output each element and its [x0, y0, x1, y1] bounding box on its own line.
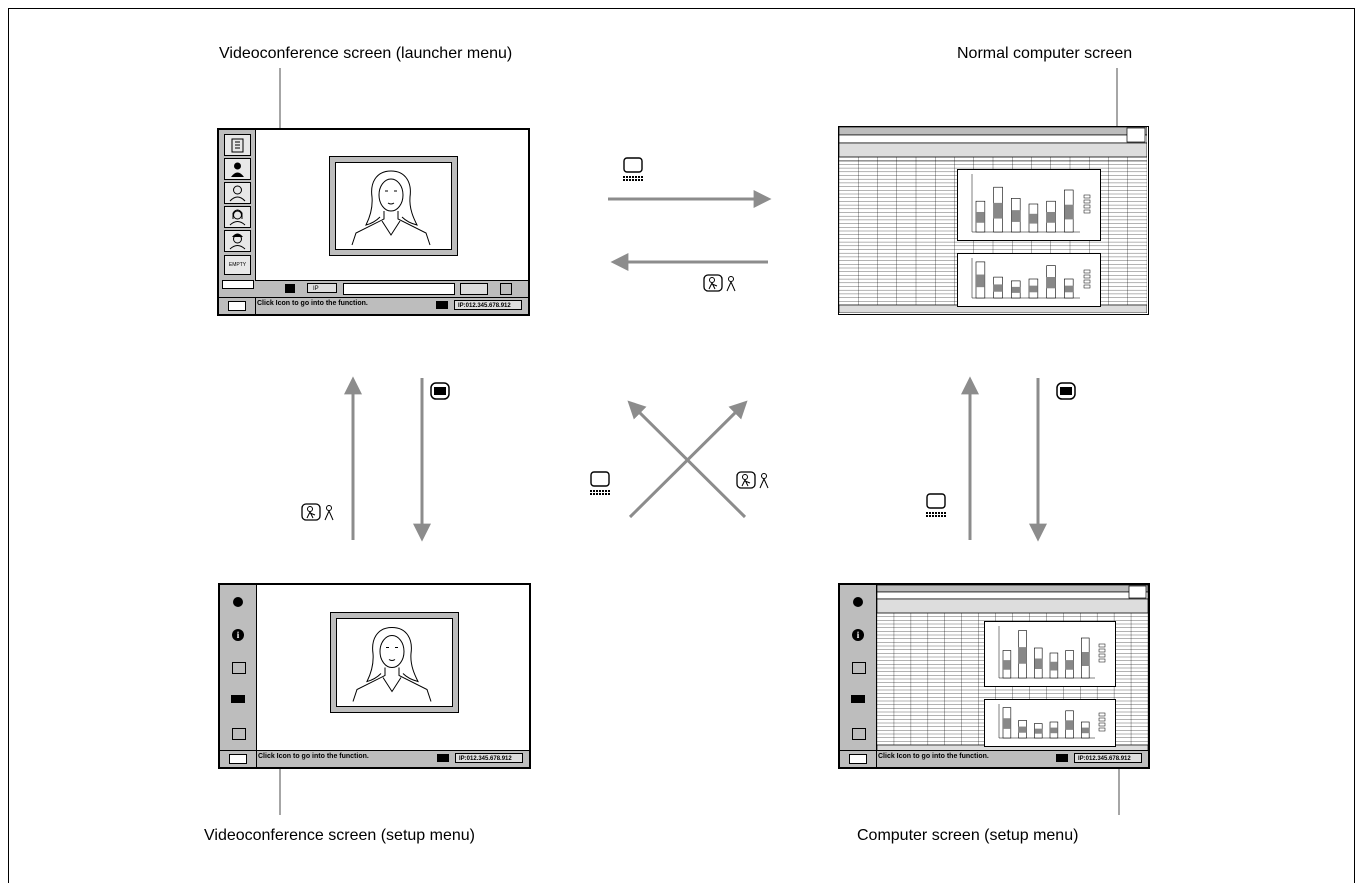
menu-button[interactable]	[220, 751, 257, 767]
person-switch-icon	[737, 472, 768, 488]
person-switch-icon	[704, 275, 735, 291]
person-switch-icon	[302, 504, 333, 520]
menu-button[interactable]	[219, 298, 256, 314]
monitor-keyboard-icon	[590, 472, 610, 495]
display-button-icon	[1057, 383, 1075, 399]
monitor-keyboard-icon	[926, 494, 946, 517]
display-button-icon	[431, 383, 449, 399]
menu-button[interactable]	[840, 751, 877, 767]
monitor-keyboard-icon	[623, 158, 643, 181]
